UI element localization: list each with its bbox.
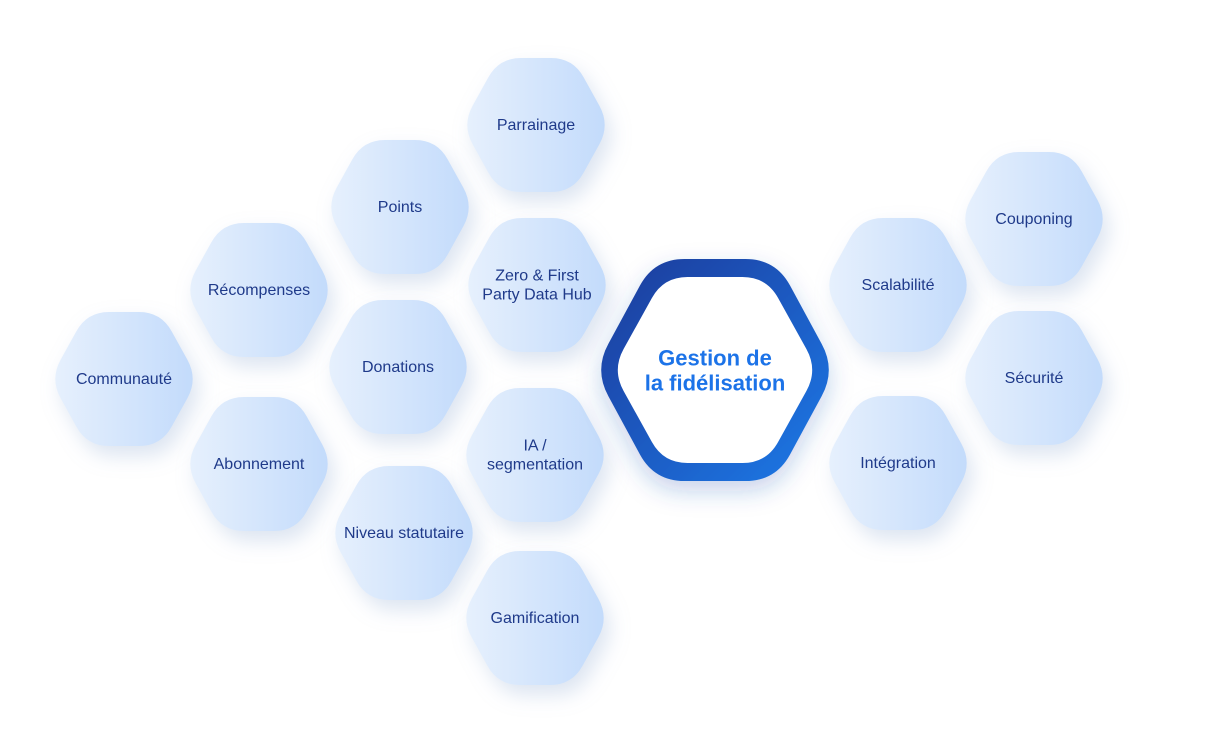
hexagon-label-line: Couponing: [995, 211, 1072, 228]
hexagon-shape: [190, 397, 328, 531]
hexagon-communaute: Communauté: [55, 312, 193, 446]
hexagon-label-line: segmentation: [487, 457, 583, 474]
hexagon-label: Abonnement: [214, 456, 305, 473]
hexagon-abonnement: Abonnement: [190, 397, 328, 531]
hexagon-securite: Sécurité: [965, 311, 1103, 445]
hexagon-label: Donations: [362, 359, 434, 376]
hexagon-shape: [965, 152, 1103, 286]
hexagon-niveau-statutaire: Niveau statutaire: [335, 466, 473, 600]
hexagon-recompenses: Récompenses: [190, 223, 328, 357]
hexagon-shape: [335, 466, 473, 600]
hexagon-label-line: Points: [378, 199, 422, 216]
hexagon-donations: Donations: [329, 300, 467, 434]
hexagon-shape: [190, 223, 328, 357]
hexagon-shape: [466, 551, 604, 685]
hexagon-shape: [829, 218, 967, 352]
hexagon-label: Gamification: [491, 610, 580, 627]
hexagon-ia-segmentation: IA / segmentation: [466, 388, 604, 522]
hexagon-shape: [329, 300, 467, 434]
hexagon-label-line: Party Data Hub: [482, 287, 591, 304]
hexagon-shape: [55, 312, 193, 446]
hexagon-couponing: Couponing: [965, 152, 1103, 286]
hexagon-label: Récompenses: [208, 282, 310, 299]
hexagon-gamification: Gamification: [466, 551, 604, 685]
hexagon-shape: [468, 218, 606, 352]
hexagon-label-line: Communauté: [76, 371, 172, 388]
hexagon-label-line: Donations: [362, 359, 434, 376]
center-label-line: la fidélisation: [645, 371, 786, 396]
hexagon-label-line: IA /: [523, 438, 547, 455]
hexagon-label: Sécurité: [1005, 370, 1064, 387]
hexagon-shape: [466, 388, 604, 522]
hexagon-label-line: Parrainage: [497, 117, 575, 134]
center-hexagon-inner: [617, 277, 813, 463]
hexagon-label-line: Intégration: [860, 455, 936, 472]
hexagon-scalabilite: Scalabilité: [829, 218, 967, 352]
hexagon-label-line: Zero & First: [495, 268, 579, 285]
hexagon-label: Couponing: [995, 211, 1072, 228]
hexagon-label-line: Niveau statutaire: [344, 525, 464, 542]
hexagon-label-line: Sécurité: [1005, 370, 1064, 387]
hexagon-label: Communauté: [76, 371, 172, 388]
hexagon-shape: [965, 311, 1103, 445]
hexagon-parrainage: Parrainage: [467, 58, 605, 192]
hexagon-label: Intégration: [860, 455, 936, 472]
hexagon-shape: [331, 140, 469, 274]
hexagon-label-line: Récompenses: [208, 282, 310, 299]
hexagon-label-line: Abonnement: [214, 456, 305, 473]
hexagon-label: IA / segmentation: [487, 438, 583, 474]
center-label-line: Gestion de: [658, 346, 772, 371]
hexagon-integration: Intégration: [829, 396, 967, 530]
hexagon-label-line: Gamification: [491, 610, 580, 627]
hexagon-shape: [829, 396, 967, 530]
hexagon-shape: [467, 58, 605, 192]
hexagon-label: Points: [378, 199, 422, 216]
hexagon-label: Parrainage: [497, 117, 575, 134]
hexagon-points: Points: [331, 140, 469, 274]
hexagon-label-line: Scalabilité: [862, 277, 935, 294]
hexagon-label: Scalabilité: [862, 277, 935, 294]
hexagon-label: Niveau statutaire: [344, 525, 464, 542]
